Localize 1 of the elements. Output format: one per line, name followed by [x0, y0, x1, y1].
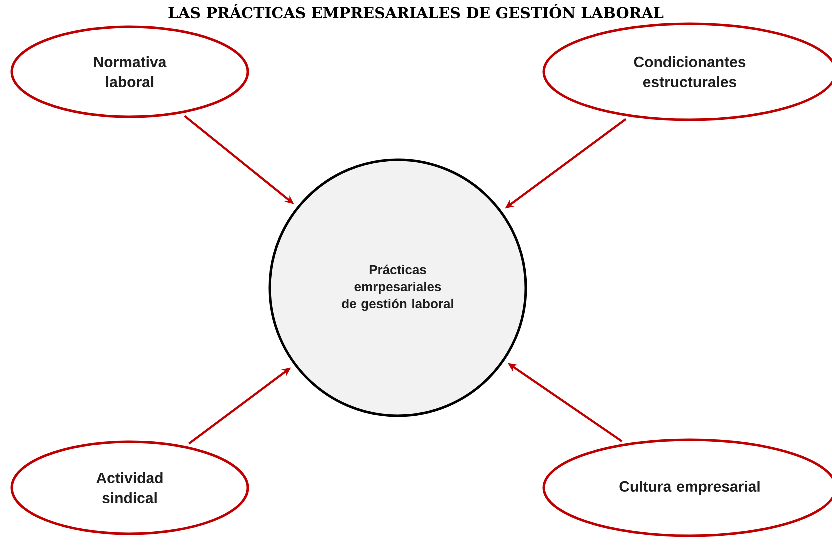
title: LAS PRÁCTICAS EMPRESARIALES DE GESTIÓN LABORAL — [168, 4, 664, 19]
